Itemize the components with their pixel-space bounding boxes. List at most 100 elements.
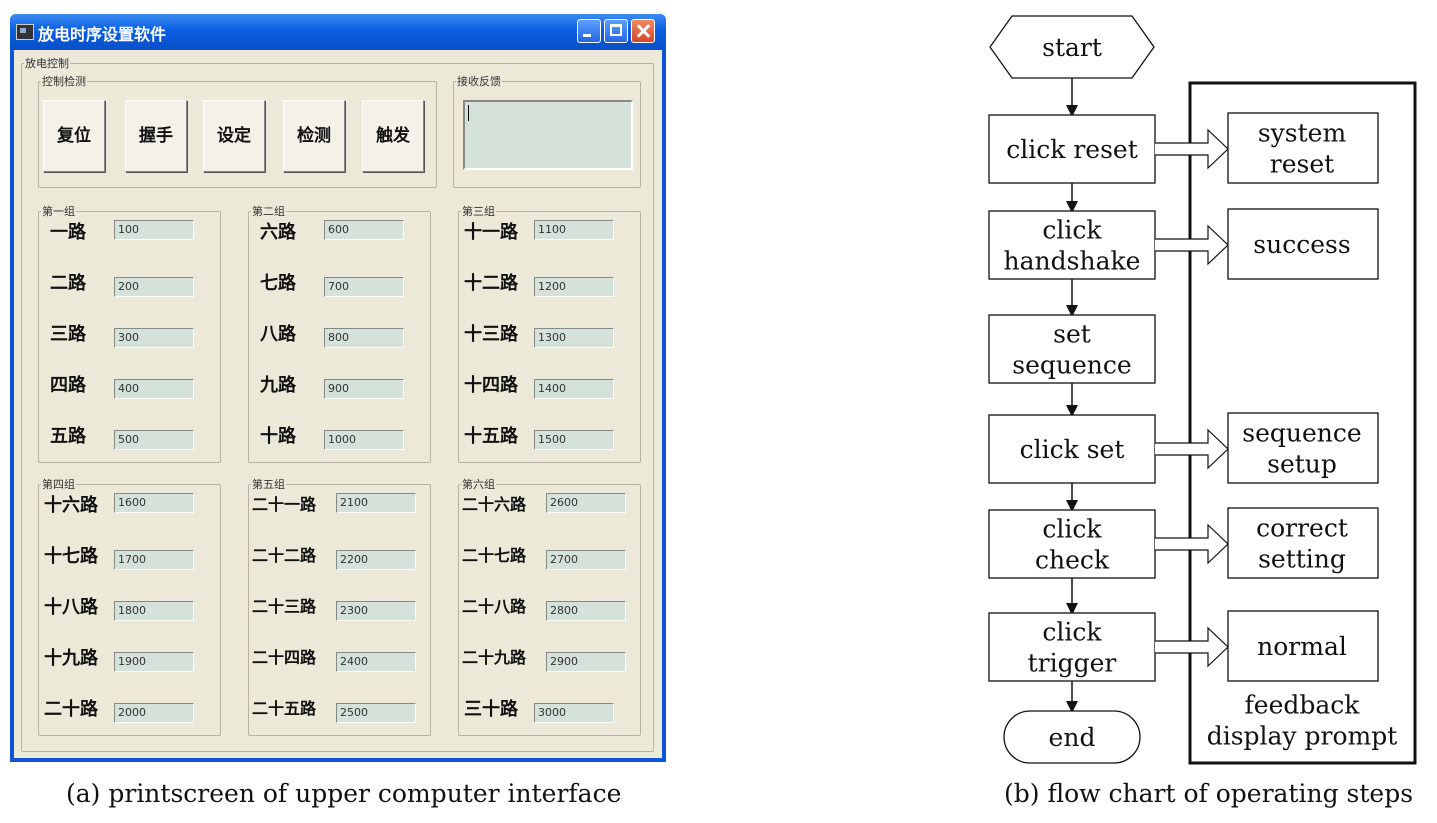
control-check-legend: 控制检测 <box>42 75 86 88</box>
channel-label: 三路 <box>50 324 86 345</box>
channel-delay-input[interactable]: 3000 <box>534 703 614 723</box>
feedback-box-label: setting <box>1258 545 1346 574</box>
process-step <box>988 210 1156 280</box>
feedback-group: 接收反馈 <box>453 76 641 188</box>
handshake-button[interactable]: 握手 <box>125 100 187 172</box>
process-step-label: trigger <box>1028 649 1117 678</box>
feedback-box-label: correct <box>1256 514 1348 543</box>
channel-delay-input[interactable]: 2800 <box>546 601 626 621</box>
process-step-label: sequence <box>1012 351 1131 380</box>
channel-delay-input[interactable]: 2100 <box>336 493 416 513</box>
channel-delay-input[interactable]: 300 <box>114 328 194 348</box>
process-step-label: click reset <box>1006 135 1138 164</box>
channel-group-legend: 第三组 <box>462 205 495 218</box>
start-label: start <box>1042 33 1102 62</box>
check-button[interactable]: 检测 <box>283 100 345 172</box>
end-label: end <box>1049 723 1096 752</box>
feedback-box-label: setup <box>1267 450 1337 479</box>
channel-group: 第五组 <box>248 479 431 736</box>
channel-delay-input[interactable]: 1300 <box>534 328 614 348</box>
channel-label: 二十九路 <box>462 648 527 667</box>
channel-delay-input[interactable]: 1200 <box>534 277 614 297</box>
feedback-box <box>1227 507 1379 579</box>
channel-label: 七路 <box>260 273 296 294</box>
process-step <box>988 509 1156 579</box>
feedback-frame-label: display prompt <box>1207 722 1398 751</box>
reset-button[interactable]: 复位 <box>43 100 105 172</box>
channel-delay-input[interactable]: 2400 <box>336 652 416 672</box>
channel-delay-input[interactable]: 1400 <box>534 379 614 399</box>
process-step-label: click <box>1042 618 1102 647</box>
channel-delay-input[interactable]: 500 <box>114 430 194 450</box>
channel-label: 六路 <box>260 222 296 243</box>
channel-group: 第六组 <box>458 479 641 736</box>
channel-label: 二十六路 <box>462 495 527 514</box>
channel-delay-input[interactable]: 1900 <box>114 652 194 672</box>
channel-delay-input[interactable]: 2600 <box>546 493 626 513</box>
channel-delay-input[interactable]: 2200 <box>336 550 416 570</box>
feedback-box <box>1227 208 1379 280</box>
feedback-box-label: sequence <box>1242 419 1361 448</box>
channel-delay-input[interactable]: 2700 <box>546 550 626 570</box>
channel-delay-input[interactable]: 1100 <box>534 220 614 240</box>
channel-delay-input[interactable]: 200 <box>114 277 194 297</box>
channel-label: 三十路 <box>464 699 518 720</box>
feedback-box-label: reset <box>1270 150 1334 179</box>
end-terminal <box>1003 710 1141 764</box>
channel-group: 第三组 <box>458 206 641 463</box>
channel-label: 二十三路 <box>252 597 317 616</box>
channel-delay-input[interactable]: 2300 <box>336 601 416 621</box>
channel-delay-input[interactable]: 600 <box>324 220 404 240</box>
channel-group-legend: 第四组 <box>42 478 75 491</box>
channel-delay-input[interactable]: 900 <box>324 379 404 399</box>
channel-delay-input[interactable]: 1600 <box>114 493 194 513</box>
channel-delay-input[interactable]: 1000 <box>324 430 404 450</box>
feedback-box-label: normal <box>1257 632 1347 661</box>
process-step-label: click <box>1042 515 1102 544</box>
close-icon[interactable] <box>631 19 655 43</box>
feedback-box <box>1227 412 1379 484</box>
channel-label: 二十二路 <box>252 546 317 565</box>
set-button[interactable]: 设定 <box>203 100 265 172</box>
feedback-legend: 接收反馈 <box>457 75 501 88</box>
window-title: 放电时序设置软件 <box>38 25 167 44</box>
channel-label: 四路 <box>50 375 86 396</box>
channel-group-legend: 第一组 <box>42 205 75 218</box>
maximize-icon[interactable] <box>604 19 628 43</box>
channel-delay-input[interactable]: 1500 <box>534 430 614 450</box>
channel-label: 二十五路 <box>252 699 317 718</box>
minimize-icon[interactable] <box>577 19 601 43</box>
channel-group-legend: 第五组 <box>252 478 285 491</box>
feedback-textbox[interactable] <box>463 100 633 170</box>
channel-label: 二十四路 <box>252 648 317 667</box>
channel-delay-input[interactable]: 100 <box>114 220 194 240</box>
channel-group-legend: 第六组 <box>462 478 495 491</box>
channel-delay-input[interactable]: 400 <box>114 379 194 399</box>
channel-label: 八路 <box>260 324 296 345</box>
channel-label: 五路 <box>50 426 86 447</box>
channel-delay-input[interactable]: 1700 <box>114 550 194 570</box>
title-bar[interactable]: 放电时序设置软件 <box>10 14 666 50</box>
process-step-label: set <box>1053 320 1091 349</box>
caption-right: (b) flow chart of operating steps <box>1004 779 1414 808</box>
channel-label: 十四路 <box>464 375 518 396</box>
discharge-control-group: 放电控制 <box>21 58 654 752</box>
caption-left: (a) printscreen of upper computer interf… <box>66 779 622 808</box>
feedback-frame-label: feedback <box>1245 691 1361 720</box>
channel-delay-input[interactable]: 2500 <box>336 703 416 723</box>
process-step-label: click <box>1042 216 1102 245</box>
channel-delay-input[interactable]: 2000 <box>114 703 194 723</box>
channel-delay-input[interactable]: 800 <box>324 328 404 348</box>
channel-delay-input[interactable]: 1800 <box>114 601 194 621</box>
discharge-control-legend: 放电控制 <box>25 57 69 70</box>
channel-group: 第一组 <box>38 206 221 463</box>
channel-delay-input[interactable]: 700 <box>324 277 404 297</box>
trigger-button[interactable]: 触发 <box>362 100 424 172</box>
channel-group: 第四组 <box>38 479 221 736</box>
channel-label: 十六路 <box>44 495 98 516</box>
channel-group: 第二组 <box>248 206 431 463</box>
feedback-box-label: system <box>1258 119 1347 148</box>
channel-delay-input[interactable]: 2900 <box>546 652 626 672</box>
